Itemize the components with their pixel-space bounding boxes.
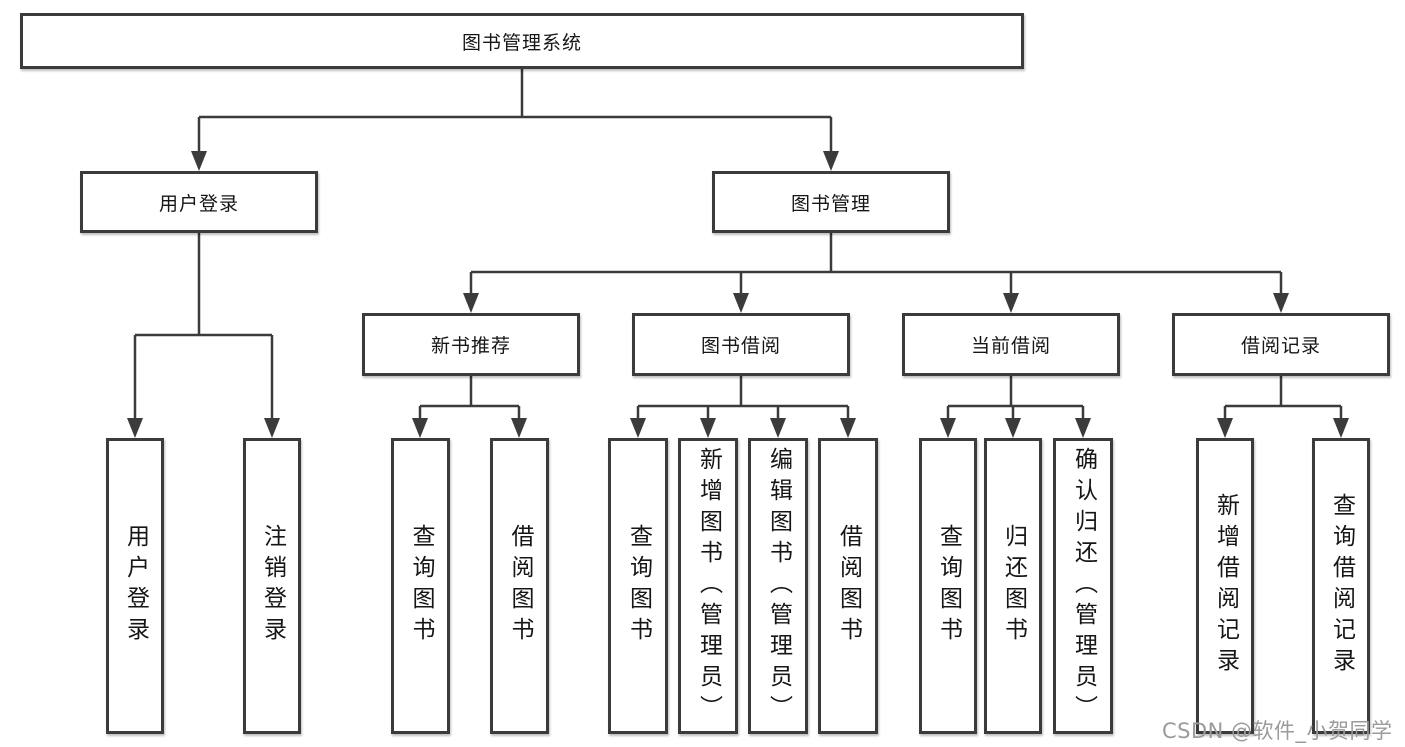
node-leaf-bb-borrow-books: 借阅图书 [818,438,878,734]
node-leaf-cb-query-books-label: 查询图书 [935,524,962,648]
arrow-icon [1273,293,1289,313]
node-book-borrow-label: 图书借阅 [700,335,781,357]
connector-root-to-level2 [197,69,833,154]
node-leaf-br-add-record: 新增借阅记录 [1196,438,1254,734]
connector-user-login-to-leaves [133,233,274,421]
arrow-icon [127,418,143,438]
arrow-icon [940,418,956,438]
node-leaf-bb-query-books-label: 查询图书 [625,524,652,648]
node-leaf-nbr-query-books: 查询图书 [391,438,450,734]
arrow-icon [700,418,716,438]
arrow-icon [840,418,856,438]
connector-new-book-rec-to-leaves [418,376,521,421]
node-leaf-bb-edit-books-label: 编辑图书（管理员） [765,446,792,726]
arrow-icon [630,418,646,438]
node-book-mgmt: 图书管理 [712,171,950,233]
node-leaf-bb-query-books: 查询图书 [608,438,668,734]
node-new-book-rec: 新书推荐 [362,313,580,376]
node-leaf-bb-borrow-books-label: 借阅图书 [835,524,862,648]
node-leaf-cb-return-books: 归还图书 [984,438,1042,734]
csdn-watermark: CSDN @软件_小贺同学 [1162,719,1393,743]
arrow-icon [264,418,280,438]
node-leaf-bb-add-books-label: 新增图书（管理员） [695,446,722,726]
connector-current-borrow-to-leaves [946,376,1085,421]
connector-book-borrow-to-leaves [636,376,850,421]
node-leaf-nbr-borrow-books-label: 借阅图书 [507,524,533,648]
arrow-icon [463,293,479,313]
arrow-icon [733,293,749,313]
arrow-icon [1217,418,1233,438]
arrow-icon [1005,418,1021,438]
node-leaf-logout: 注销登录 [243,438,301,734]
node-leaf-logout-label: 注销登录 [259,524,286,648]
node-new-book-rec-label: 新书推荐 [430,335,511,357]
node-leaf-br-add-record-label: 新增借阅记录 [1212,493,1239,679]
connector-borrow-records-to-leaves [1223,376,1343,421]
node-leaf-user-login: 用户登录 [106,438,164,734]
node-user-login-label: 用户登录 [158,192,239,215]
arrow-icon [1003,293,1019,313]
node-leaf-user-login-label: 用户登录 [122,524,149,648]
arrow-icon [823,151,839,171]
node-borrow-records-label: 借阅记录 [1240,335,1321,357]
arrow-icon [191,151,207,171]
node-leaf-nbr-borrow-books: 借阅图书 [490,438,549,734]
node-current-borrow: 当前借阅 [902,313,1120,376]
arrow-icon [1075,418,1091,438]
node-leaf-bb-edit-books: 编辑图书（管理员） [748,438,808,734]
arrow-icon [770,418,786,438]
arrow-icon [412,418,428,438]
node-leaf-nbr-query-books-label: 查询图书 [408,524,434,648]
node-leaf-cb-confirm-return: 确认归还（管理员） [1053,438,1113,734]
node-leaf-bb-add-books: 新增图书（管理员） [678,438,738,734]
node-leaf-cb-confirm-return-label: 确认归还（管理员） [1070,446,1097,726]
arrow-icon [1333,418,1349,438]
node-user-login: 用户登录 [80,171,318,233]
node-root-label: 图书管理系统 [461,31,582,54]
node-leaf-br-query-record-label: 查询借阅记录 [1328,493,1355,679]
node-current-borrow-label: 当前借阅 [970,335,1051,357]
node-book-borrow: 图书借阅 [632,313,850,376]
arrow-icon [511,418,527,438]
node-leaf-cb-query-books: 查询图书 [919,438,977,734]
node-borrow-records: 借阅记录 [1172,313,1390,376]
node-book-mgmt-label: 图书管理 [790,192,871,215]
node-root: 图书管理系统 [20,13,1024,69]
node-leaf-br-query-record: 查询借阅记录 [1312,438,1370,734]
connector-book-mgmt-to-level3 [469,233,1283,296]
node-leaf-cb-return-books-label: 归还图书 [1000,524,1027,648]
